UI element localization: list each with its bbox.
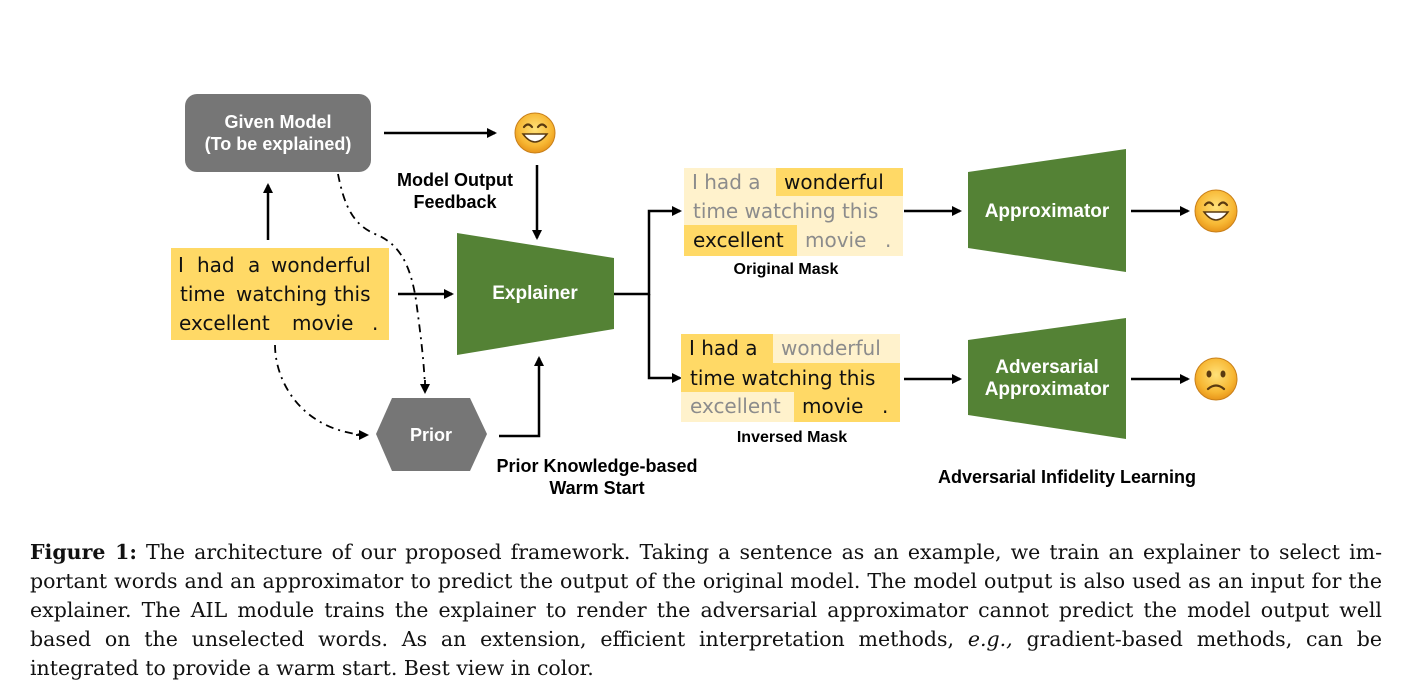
happy-face-icon — [1194, 189, 1238, 233]
figure-caption: Figure 1: The architecture of our propos… — [30, 538, 1382, 683]
mask-word: . — [882, 394, 888, 418]
approximator-label: Approximator — [985, 201, 1110, 222]
mask-word: time watching this — [690, 366, 875, 390]
inversed-mask-sentence: I had a wonderful time watching this exc… — [681, 334, 900, 446]
mask-word: I had a — [689, 336, 758, 360]
caption-label: Figure 1: — [30, 540, 137, 564]
input-word: a — [248, 253, 260, 277]
model-output-feedback-label-2: Feedback — [413, 192, 497, 212]
mask-word: excellent — [693, 228, 784, 252]
given-model-box: Given Model (To be explained) — [185, 94, 371, 172]
model-to-prior-dashed-path — [337, 173, 426, 389]
prior-warm-start-label-2: Warm Start — [549, 478, 644, 498]
input-word: . — [372, 311, 378, 335]
prior-block: Prior — [376, 398, 487, 471]
mask-word: wonderful — [781, 336, 881, 360]
adversarial-approximator-label: Adversarial — [995, 357, 1099, 378]
mask-word: . — [885, 228, 891, 252]
architecture-diagram: Given Model (To be explained) Model Outp… — [171, 94, 1238, 498]
mask-word: excellent — [690, 394, 781, 418]
caption-text: The architecture of our proposed framewo… — [30, 540, 1382, 651]
input-word: I — [178, 253, 184, 277]
model-output-feedback-label: Model Output — [397, 170, 513, 190]
happy-face-icon — [514, 112, 556, 154]
input-word: had — [197, 253, 235, 277]
approximator-block: Approximator — [968, 149, 1126, 272]
prior-warm-start-label: Prior Knowledge-based — [496, 456, 697, 476]
input-word: this — [334, 282, 371, 306]
prior-label: Prior — [410, 425, 452, 445]
caption-text-end: gradient-based methods, can be integrate… — [30, 627, 1382, 680]
explainer-to-inversed-mask-arrow — [647, 294, 682, 383]
input-word: excellent — [179, 311, 270, 335]
mask-word: movie — [805, 228, 866, 252]
explainer-to-original-mask-arrow — [614, 206, 682, 296]
input-word: time — [180, 282, 225, 306]
explainer-block: Explainer — [457, 233, 614, 355]
adversarial-approximator-block: Adversarial Approximator — [968, 318, 1126, 439]
given-model-subtitle: (To be explained) — [205, 134, 352, 154]
mask-word: movie — [802, 394, 863, 418]
adversarial-approximator-label-2: Approximator — [985, 379, 1110, 400]
caption-emphasis: e.g., — [967, 627, 1013, 651]
input-word: movie — [292, 311, 353, 335]
input-sentence: I had a wonderful time watching this exc… — [171, 248, 389, 340]
prior-to-explainer-arrow — [499, 356, 544, 438]
ail-label: Adversarial Infidelity Learning — [938, 467, 1196, 487]
given-model-title: Given Model — [224, 112, 331, 132]
original-mask-sentence: I had a wonderful time watching this exc… — [684, 168, 903, 278]
inversed-mask-label: Inversed Mask — [737, 429, 847, 446]
sad-face-icon — [1194, 357, 1238, 401]
original-mask-label: Original Mask — [734, 261, 839, 278]
input-word: wonderful — [271, 253, 371, 277]
input-to-prior-dashed-path — [274, 344, 366, 436]
mask-word: time watching this — [693, 199, 878, 223]
mask-word: wonderful — [784, 170, 884, 194]
input-word: watching — [236, 282, 327, 306]
explainer-label: Explainer — [492, 283, 578, 304]
mask-word: I had a — [692, 170, 761, 194]
